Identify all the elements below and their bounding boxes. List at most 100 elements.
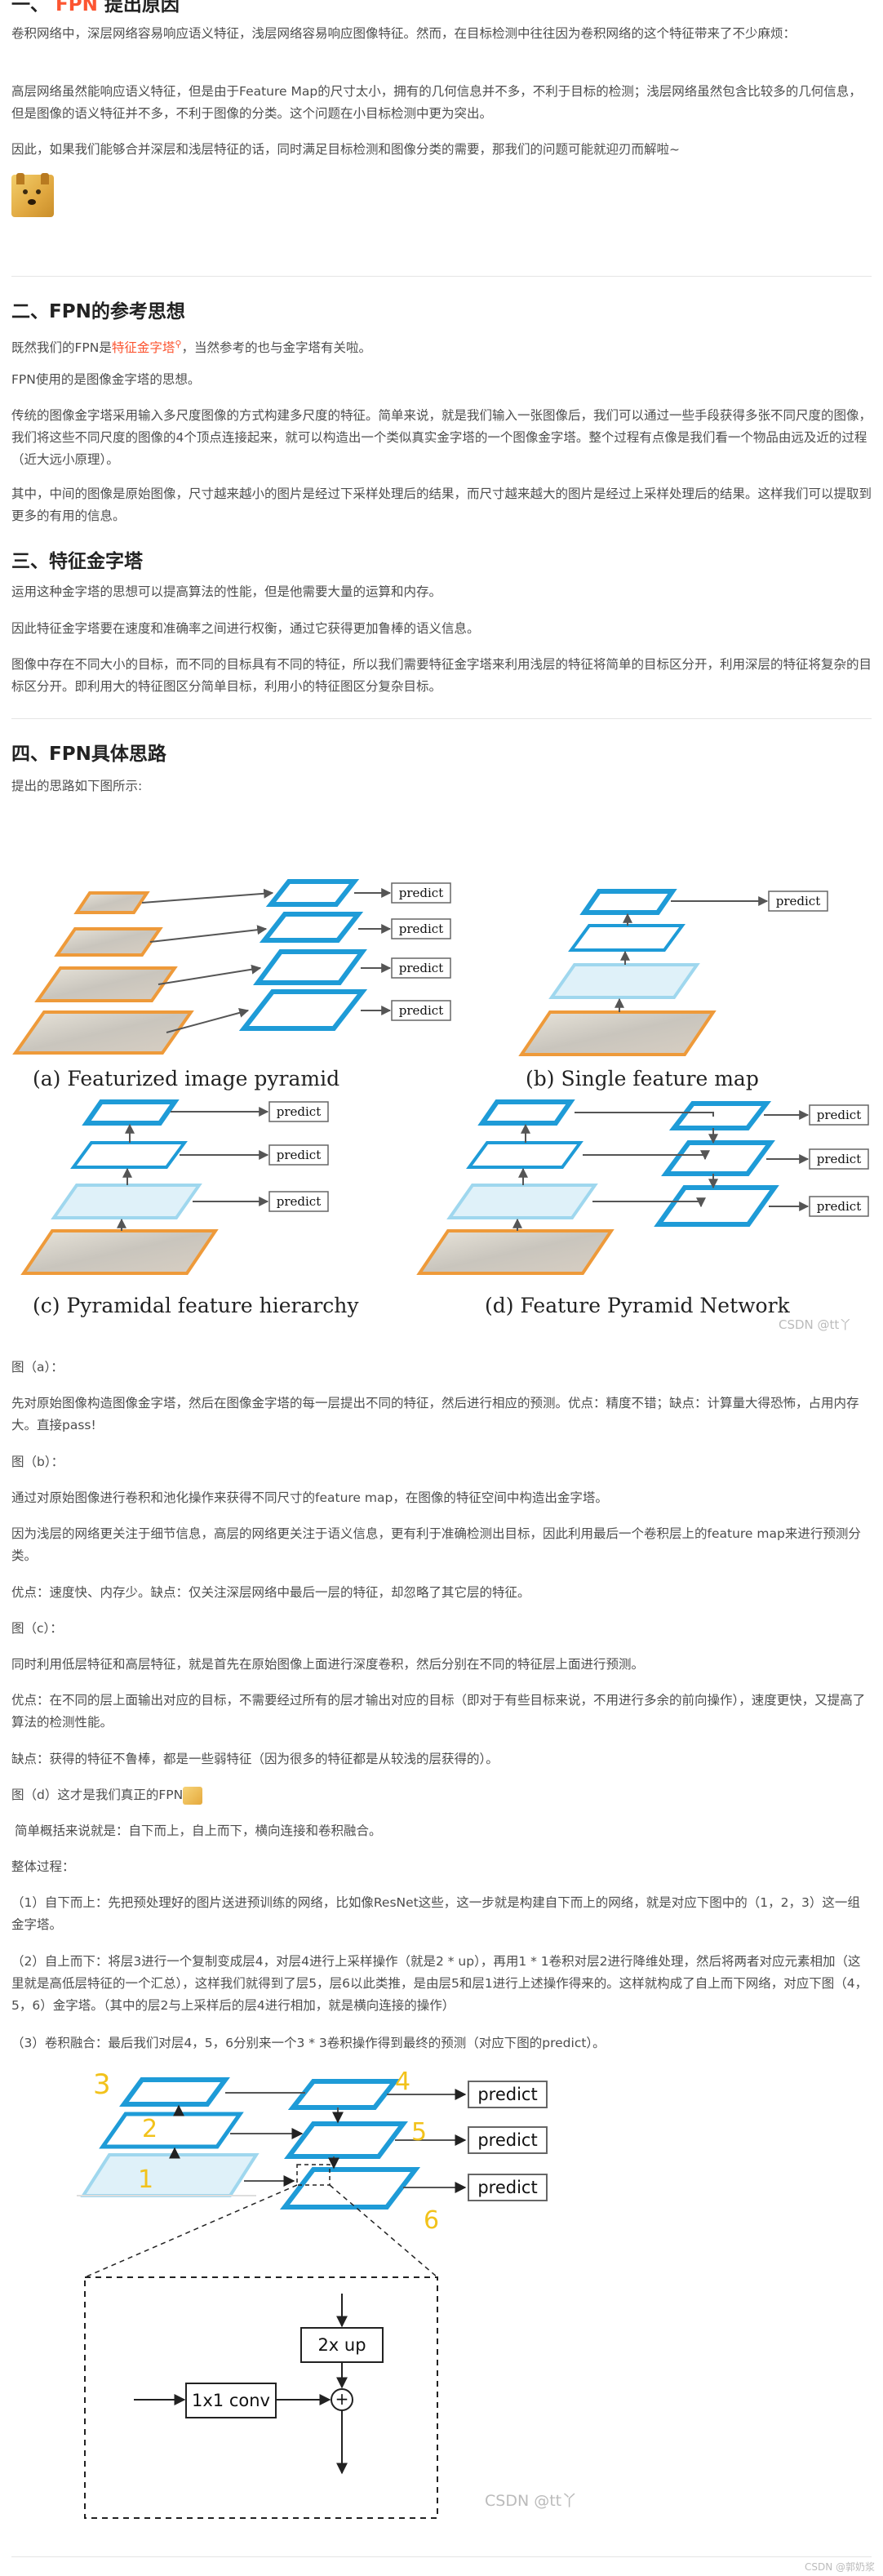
watermark: CSDN @tt丫 xyxy=(485,2492,577,2510)
paragraph: 因为浅层的网络更关注于细节信息，高层的网络更关注于语义信息，更有利于准确检测出目… xyxy=(11,1526,861,1563)
feature-map xyxy=(51,1184,202,1219)
feature-map xyxy=(568,924,686,952)
svg-text:predict: predict xyxy=(399,922,443,936)
predict-box: predict xyxy=(391,1000,451,1021)
heading-number: 一、 xyxy=(11,0,49,16)
paragraph: 其中，中间的图像是原始图像，尺寸越来越小的图片是经过下采样处理后的结果，而尺寸越… xyxy=(11,486,872,523)
fig-d-title: 图（d）这才是我们真正的FPN xyxy=(11,1784,872,1806)
feature-map-5 xyxy=(284,2121,408,2159)
svg-text:predict: predict xyxy=(477,2085,537,2104)
svg-text:predict: predict xyxy=(817,1199,861,1214)
paragraph: 优点：速度快、内存少。缺点：仅关注深层网络中最后一层的特征，却忽略了其它层的特征… xyxy=(11,1585,530,1600)
input-image xyxy=(416,1229,615,1275)
paragraph: 简单概括来说就是：自下而上，自上而下，横向连接和卷积融合。 xyxy=(15,1823,382,1838)
predict-box: predict xyxy=(809,1104,869,1126)
predict-box: predict xyxy=(468,2126,548,2154)
zoom-region xyxy=(296,2164,331,2186)
caption-b: (b) Single feature map xyxy=(526,1067,759,1090)
paragraph: 同时利用低层特征和高层特征，就是首先在原始图像上面进行深度卷积，然后分别在不同的… xyxy=(11,1657,645,1672)
feature-map xyxy=(82,1099,180,1126)
feature-map xyxy=(253,949,367,985)
heading-text: 提出原因 xyxy=(104,0,180,16)
image-layer xyxy=(34,966,178,1002)
panel-c: predict predict predict (c) Pyramidal fe… xyxy=(20,1099,359,1317)
feature-map xyxy=(466,1141,583,1169)
zoom-detail-box xyxy=(84,2276,438,2519)
feature-map-1 xyxy=(80,2153,260,2197)
handwritten-number: 6 xyxy=(424,2206,439,2235)
fpn-variants-svg: predict predict predict predict (a) Feat… xyxy=(12,879,869,1332)
predict-box: predict xyxy=(268,1101,329,1122)
predict-box: predict xyxy=(809,1196,869,1217)
input-image xyxy=(20,1229,219,1275)
panel-a: predict predict predict predict (a) Feat… xyxy=(12,879,451,1090)
fig-c-title: 图（c）： xyxy=(11,1621,63,1636)
paragraph-text: ，当然参考的也与金字塔有关啦。 xyxy=(181,340,371,356)
feature-map xyxy=(548,963,700,999)
input-image xyxy=(518,1010,717,1056)
predict-box: predict xyxy=(468,2174,548,2201)
image-layer xyxy=(73,891,150,914)
predict-box: predict xyxy=(768,890,828,912)
feature-map-3 xyxy=(119,2077,230,2107)
predict-box: predict xyxy=(809,1148,869,1170)
feature-map xyxy=(238,989,368,1031)
paragraph: 优点：在不同的层上面输出对应的目标，不需要经过所有的层才输出对应的目标（即对于有… xyxy=(11,1693,866,1730)
section-heading-1: 一、 FPN 提出原因 xyxy=(11,0,180,18)
caption-a: (a) Featurized image pyramid xyxy=(33,1067,339,1090)
section-heading-3: 三、特征金字塔 xyxy=(11,551,143,572)
step-3: （3）卷积融合：最后我们对层4，5，6分别来一个3 * 3卷积操作得到最终的预测… xyxy=(11,2036,606,2050)
feature-map xyxy=(661,1140,775,1176)
step-2: （2）自上而下：将层3进行一个复制变成层4，对层4进行上采样操作（就是2 * u… xyxy=(11,1954,868,2013)
caption-d: (d) Feature Pyramid Network xyxy=(485,1294,791,1317)
svg-text:predict: predict xyxy=(277,1148,321,1162)
predict-box: predict xyxy=(391,882,451,904)
panel-b: predict (b) Single feature map xyxy=(518,889,828,1090)
svg-text:1x1 conv: 1x1 conv xyxy=(192,2391,270,2410)
feature-map-6 xyxy=(279,2167,421,2210)
upsample-box: 2x up xyxy=(300,2327,384,2363)
predict-box: predict xyxy=(268,1144,329,1166)
svg-text:predict: predict xyxy=(399,1003,443,1018)
process-title: 整体过程： xyxy=(11,1859,75,1874)
handwritten-number: 5 xyxy=(411,2118,427,2147)
section-heading-2: 二、FPN的参考思想 xyxy=(11,301,185,322)
fig-a-title: 图（a）： xyxy=(11,1360,64,1375)
handwritten-number: 3 xyxy=(93,2068,111,2101)
paragraph: 通过对原始图像进行卷积和池化操作来获得不同尺寸的feature map，在图像的… xyxy=(11,1490,608,1505)
feature-map xyxy=(265,879,360,907)
panel-d: predict predict predict (d) Feature Pyra… xyxy=(416,1099,869,1332)
svg-text:predict: predict xyxy=(817,1152,861,1166)
svg-text:+: + xyxy=(335,2389,349,2409)
divider xyxy=(11,276,872,277)
predict-box: predict xyxy=(468,2081,548,2108)
paragraph: FPN使用的是图像金字塔的思想。 xyxy=(11,372,201,387)
fpn-detail-svg: predict predict predict 3 2 1 4 5 6 2x u… xyxy=(77,2067,577,2519)
paragraph: 传统的图像金字塔采用输入多尺度图像的方式构建多尺度的特征。简单来说，就是我们输入… xyxy=(11,408,872,467)
handwritten-number: 2 xyxy=(142,2115,158,2143)
caption-c: (c) Pyramidal feature hierarchy xyxy=(33,1294,359,1317)
paragraph: 卷积网络中，深层网络容易响应语义特征，浅层网络容易响应图像特征。然而，在目标检测… xyxy=(11,26,796,41)
feature-pyramid-link[interactable]: 特征金字塔 xyxy=(111,340,175,356)
paragraph: 既然我们的FPN是特征金字塔⚲，当然参考的也与金字塔有关啦。 xyxy=(11,333,872,359)
doge-emoji-image xyxy=(11,173,54,217)
paragraph: 图像中存在不同大小的目标，而不同的目标具有不同的特征，所以我们需要特征金字塔来利… xyxy=(11,657,872,694)
svg-text:predict: predict xyxy=(776,894,820,908)
feature-map xyxy=(70,1141,188,1169)
paragraph: 高层网络虽然能响应语义特征，但是由于Feature Map的尺寸太小，拥有的几何… xyxy=(11,84,862,121)
predict-box: predict xyxy=(391,918,451,939)
feature-map-2 xyxy=(99,2112,244,2149)
fig-b-title: 图（b）： xyxy=(11,1455,64,1469)
image-layer xyxy=(12,1010,194,1055)
paragraph: 因此特征金字塔要在速度和准确率之间进行权衡，通过它获得更加鲁棒的语义信息。 xyxy=(11,621,480,636)
feature-map xyxy=(446,1184,598,1219)
paragraph: 提出的思路如下图所示: xyxy=(11,779,143,793)
handwritten-number: 4 xyxy=(395,2067,410,2096)
svg-text:predict: predict xyxy=(277,1104,321,1119)
predict-box: predict xyxy=(391,957,451,979)
add-node: + xyxy=(331,2388,353,2411)
fpn-detail-figure: predict predict predict 3 2 1 4 5 6 2x u… xyxy=(11,2065,583,2530)
paragraph: 缺点：获得的特征不鲁棒，都是一些弱特征（因为很多的特征都是从较浅的层获得的）。 xyxy=(11,1752,499,1766)
search-icon[interactable]: ⚲ xyxy=(175,339,182,349)
paragraph: 运用这种金字塔的思想可以提高算法的性能，但是他需要大量的运算和内存。 xyxy=(11,584,442,599)
